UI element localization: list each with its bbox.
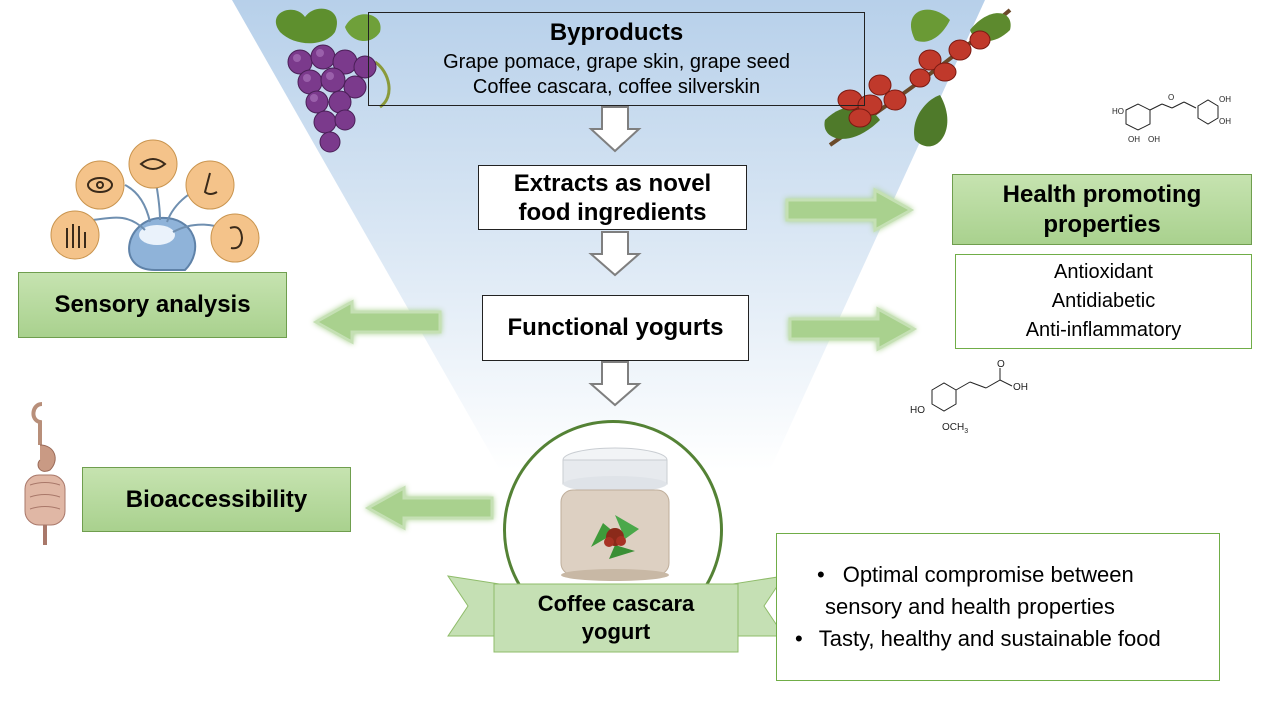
yogurt-jar-illustration — [560, 447, 670, 581]
conclusion-item-1-cont: sensory and health properties — [825, 594, 1115, 619]
mol-bottom-o: O — [997, 359, 1005, 370]
property-antidiabetic: Antidiabetic — [1051, 290, 1156, 312]
sensory-analysis-box: Sensory analysis — [18, 272, 287, 338]
hand-icon — [50, 210, 100, 260]
mol-top-o: O — [1168, 93, 1174, 102]
grapes-illustration — [275, 8, 391, 153]
mol-bottom-och: OCH3 — [942, 422, 968, 435]
conclusion-item-1: •Optimal compromise between — [817, 562, 1134, 587]
sensory-analysis-label: Sensory analysis — [54, 291, 251, 318]
eye-icon — [75, 160, 125, 210]
ear-icon — [210, 213, 260, 263]
mouth-icon — [128, 139, 178, 189]
mol-top-oh2: OH — [1219, 117, 1231, 126]
property-anti-inflammatory: Anti-inflammatory — [1025, 319, 1182, 341]
functional-yogurts-label: Functional yogurts — [507, 314, 724, 341]
extracts-line2: food ingredients — [518, 198, 707, 226]
byproducts-line2: Coffee cascara, coffee silverskin — [472, 76, 761, 98]
bioaccessibility-label: Bioaccessibility — [125, 485, 308, 513]
yogurt-line2: yogurt — [581, 619, 651, 644]
nose-icon — [185, 160, 235, 210]
senses-illustration — [50, 139, 260, 271]
bioaccessibility-box: Bioaccessibility — [82, 467, 351, 532]
down-arrow-3 — [588, 361, 642, 407]
down-arrow-2 — [588, 231, 642, 277]
health-line2: properties — [1043, 210, 1161, 238]
mol-top-oh3: OH — [1128, 135, 1140, 144]
mol-top-oh1: OH — [1219, 95, 1231, 104]
right-arrow-properties — [788, 306, 918, 352]
conclusions-box: •Optimal compromise between sensory and … — [776, 533, 1220, 681]
mol-bottom-oh: OH — [1013, 382, 1028, 393]
chlorogenic-acid-molecule: OH OH O HO OH OH — [1112, 93, 1231, 144]
yogurt-line1: Coffee cascara — [537, 591, 695, 616]
digestive-system-illustration — [24, 402, 66, 545]
conclusion-item-2: •Tasty, healthy and sustainable food — [795, 626, 1161, 651]
right-arrow-health — [785, 187, 915, 233]
down-arrow-1 — [588, 106, 642, 153]
mol-top-ho: HO — [1112, 107, 1124, 116]
mol-top-oh4: OH — [1148, 135, 1160, 144]
byproducts-box: Byproducts Grape pomace, grape skin, gra… — [368, 12, 865, 106]
health-promoting-box: Health promoting properties — [952, 174, 1252, 245]
extracts-line1: Extracts as novel — [513, 169, 712, 197]
bullet: • — [795, 626, 803, 651]
yogurt-label: Coffee cascara yogurt — [494, 584, 738, 652]
functional-yogurts-box: Functional yogurts — [482, 295, 749, 361]
extracts-box: Extracts as novel food ingredients — [478, 165, 747, 230]
bullet: • — [817, 562, 825, 587]
left-arrow-sensory — [312, 299, 442, 345]
properties-list-box: Antioxidant Antidiabetic Anti-inflammato… — [955, 254, 1252, 349]
mol-bottom-ho: HO — [910, 405, 925, 416]
coffee-cherries-illustration — [824, 8, 1012, 147]
left-arrow-bioaccessibility — [364, 485, 494, 531]
yogurt-ribbon — [446, 575, 786, 653]
health-line1: Health promoting — [1002, 180, 1202, 208]
property-antioxidant: Antioxidant — [1054, 261, 1153, 283]
ferulic-acid-molecule: O OH HO OCH3 — [910, 359, 1028, 435]
byproducts-title: Byproducts — [549, 19, 684, 46]
byproducts-line1: Grape pomace, grape skin, grape seed — [443, 51, 790, 73]
